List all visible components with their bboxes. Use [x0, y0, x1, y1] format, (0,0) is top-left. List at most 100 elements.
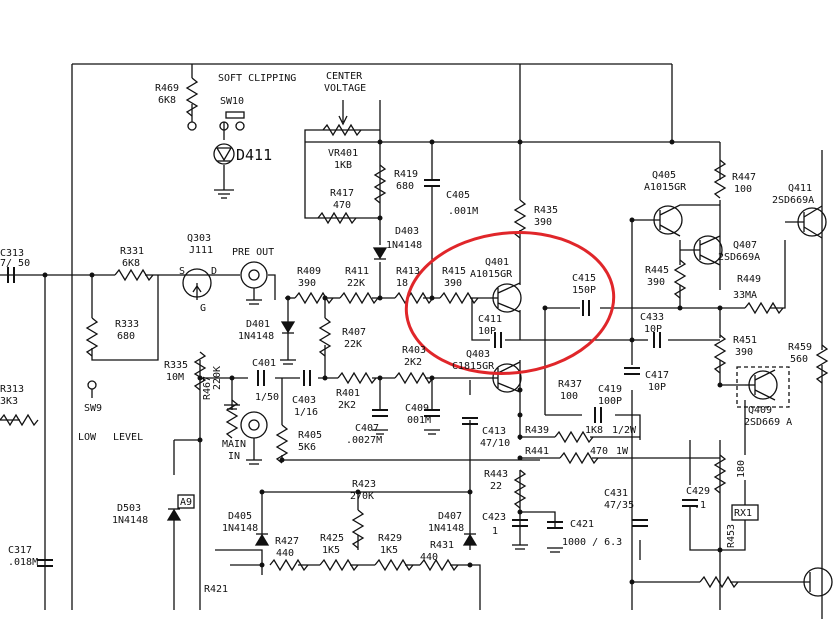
label: C411	[478, 314, 502, 325]
label: 1W	[616, 446, 629, 457]
label: 470	[333, 200, 351, 211]
label: C433	[640, 312, 664, 323]
label: 1/16	[294, 407, 318, 418]
label: LEVEL	[113, 432, 143, 443]
label: R469	[155, 83, 179, 94]
label: 2SD669A	[718, 252, 760, 263]
label: 22	[490, 481, 502, 492]
label: R447	[732, 172, 756, 183]
label: R441	[525, 446, 549, 457]
label: A9	[180, 497, 192, 508]
label: PRE OUT	[232, 247, 274, 258]
label: 390	[298, 278, 316, 289]
label: 1N4148	[112, 515, 148, 526]
label: Q411	[788, 183, 812, 194]
label: 680	[117, 331, 135, 342]
label: 560	[790, 354, 808, 365]
wires	[0, 63, 823, 619]
label: 1K5	[380, 545, 398, 556]
label: 470	[590, 446, 608, 457]
label: C1815GR	[452, 361, 495, 372]
label: 390	[444, 278, 462, 289]
label: R407	[342, 327, 366, 338]
label: .018M	[8, 557, 38, 568]
diodes	[166, 143, 478, 546]
label: Q303	[187, 233, 211, 244]
label: R401	[336, 388, 360, 399]
label: C415	[572, 273, 596, 284]
label: MAIN	[222, 439, 246, 450]
labels: R469 6K8 SOFT CLIPPING SW10 CENTER VOLTA…	[0, 71, 814, 595]
label: C429	[686, 486, 710, 497]
label: R453	[726, 524, 737, 548]
label: R415	[442, 266, 466, 277]
label: D401	[246, 319, 270, 330]
label: C403	[292, 395, 316, 406]
label: R429	[378, 533, 402, 544]
label: 1/2W	[612, 425, 637, 436]
label: R335	[164, 360, 188, 371]
label: 22K	[347, 278, 365, 289]
label: 2SD669A	[772, 195, 814, 206]
label: 100	[560, 391, 578, 402]
rx1-box	[731, 504, 759, 521]
label: 1/50	[255, 392, 279, 403]
label: A1015GR	[644, 182, 687, 193]
label: SW10	[220, 96, 244, 107]
label: R435	[534, 205, 558, 216]
label: SW9	[84, 403, 102, 414]
label: LOW	[78, 432, 97, 443]
r401-resistor	[337, 372, 377, 384]
label: 1N4148	[386, 240, 422, 251]
capacitors	[7, 179, 698, 567]
label: G	[200, 303, 206, 314]
label: 390	[735, 347, 753, 358]
label: R459	[788, 342, 812, 353]
label: R421	[204, 584, 228, 595]
label: 47/35	[604, 500, 634, 511]
label: 100P	[598, 396, 622, 407]
label: 220K	[212, 366, 223, 390]
label: C409	[405, 403, 429, 414]
label: .001M	[448, 206, 478, 217]
label: C413	[482, 426, 506, 437]
label: 5K6	[298, 442, 316, 453]
label: 18	[396, 278, 408, 289]
label: SOFT CLIPPING	[218, 73, 296, 84]
label: D403	[395, 226, 419, 237]
label: J111	[189, 245, 213, 256]
label: C405	[446, 190, 470, 201]
label: R413	[396, 266, 420, 277]
label: R437	[558, 379, 582, 390]
label: IN	[228, 451, 240, 462]
label: 1N4148	[222, 523, 258, 534]
label: 6K8	[122, 258, 140, 269]
label: 1000 / 6.3	[562, 537, 622, 548]
label: R431	[430, 540, 454, 551]
label: R417	[330, 188, 354, 199]
label: 10P	[644, 324, 662, 335]
label: D407	[438, 511, 462, 522]
label: R449	[737, 274, 761, 285]
label: 2K2	[338, 400, 356, 411]
a9-box	[177, 494, 195, 509]
label: C423	[482, 512, 506, 523]
label: A1015GR	[470, 269, 513, 280]
jacks	[240, 261, 268, 465]
label: CENTER	[326, 71, 363, 82]
label: D405	[228, 511, 252, 522]
label: 47/10	[480, 438, 510, 449]
label: D503	[117, 503, 141, 514]
label: 1N4148	[238, 331, 274, 342]
label: R405	[298, 430, 322, 441]
label: R467	[202, 376, 213, 400]
label: R423	[352, 479, 376, 490]
label: RX1	[734, 508, 752, 519]
label: R439	[525, 425, 549, 436]
label: R409	[297, 266, 321, 277]
label: 390	[534, 217, 552, 228]
label: Q407	[733, 240, 757, 251]
label: D411	[236, 146, 272, 164]
label: 680	[396, 181, 414, 192]
label: C317	[8, 545, 32, 556]
